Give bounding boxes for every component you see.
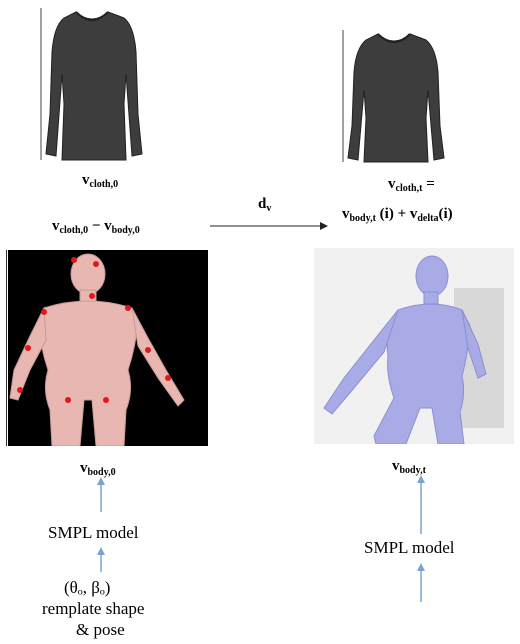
template-params: (θₒ, βₒ) xyxy=(64,578,110,598)
template-shape-line1: remplate shape xyxy=(42,599,144,619)
cloth-image-left xyxy=(38,4,146,164)
displacement-label: dv xyxy=(258,196,271,214)
v-cloth-t-label: vcloth,t = xyxy=(388,176,435,194)
left-render-border xyxy=(6,250,7,446)
arrow-into-smpl-right xyxy=(416,562,426,602)
cloth-image-right xyxy=(340,26,448,166)
body-render-left xyxy=(8,250,208,446)
cloth-minus-body-label: vcloth,0 − vbody,0 xyxy=(52,218,140,236)
arrow-smpl-to-body-right xyxy=(416,474,426,534)
arrow-params-to-smpl-left xyxy=(96,546,106,572)
v-cloth-0-label: vcloth,0 xyxy=(82,172,118,190)
displacement-arrow xyxy=(210,220,328,232)
body-plus-delta-label: vbody,t (i) + vdelta(i) xyxy=(342,206,453,224)
template-shape-line2: & pose xyxy=(76,620,125,640)
body-render-right xyxy=(314,248,514,444)
arrow-smpl-to-body-left xyxy=(96,476,106,512)
smpl-model-left: SMPL model xyxy=(48,523,139,543)
smpl-model-right: SMPL model xyxy=(364,538,455,558)
